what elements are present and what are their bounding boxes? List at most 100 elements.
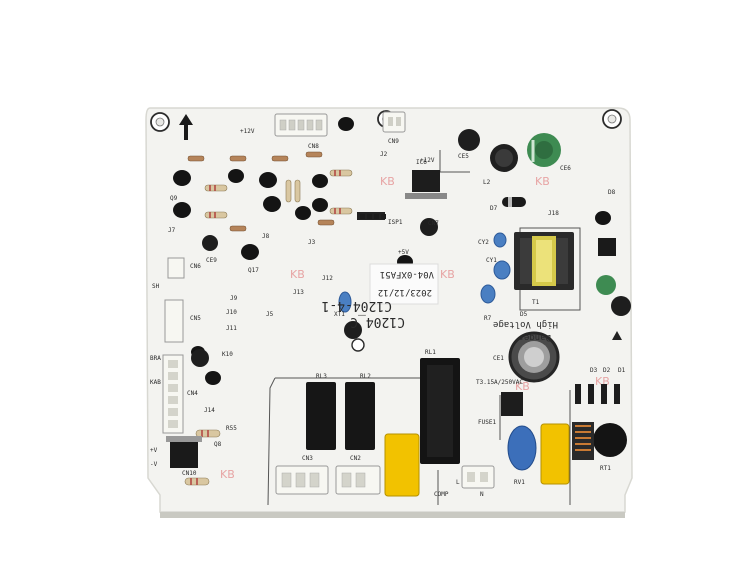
danger-label: Danger [518, 332, 551, 342]
svg-text:J8: J8 [262, 233, 270, 240]
warning-triangle-icon [612, 331, 622, 340]
svg-text:T3.15A/250VAC: T3.15A/250VAC [476, 379, 523, 386]
svg-text:KB: KB [380, 175, 395, 188]
svg-text:+12V: +12V [420, 157, 435, 164]
electrolytic-capacitors [191, 129, 631, 383]
svg-text:R7: R7 [484, 315, 492, 322]
relay-rl3 [306, 382, 336, 450]
rectifier-diodes [575, 384, 620, 404]
svg-text:N: N [480, 491, 484, 498]
svg-text:Q17: Q17 [248, 267, 259, 274]
connector-cn3 [275, 465, 329, 495]
svg-text:CN9: CN9 [388, 138, 399, 145]
svg-text:D5: D5 [520, 311, 528, 318]
resistors [184, 169, 353, 486]
svg-text:J12: J12 [322, 275, 333, 282]
svg-text:J10: J10 [226, 309, 237, 316]
relay-rl1 [420, 358, 460, 464]
svg-text:D1: D1 [618, 367, 626, 374]
svg-text:RV1: RV1 [514, 479, 525, 486]
svg-text:J2: J2 [380, 151, 388, 158]
yellow-capacitors [384, 423, 570, 497]
svg-text:J7: J7 [168, 227, 176, 234]
relay-rl2 [345, 382, 375, 450]
svg-text:D7: D7 [490, 205, 498, 212]
svg-text:CY1: CY1 [486, 257, 497, 264]
svg-text:KB: KB [220, 468, 235, 481]
svg-text:J5: J5 [266, 311, 274, 318]
connector-cn4 [162, 354, 184, 434]
svg-text:KB: KB [440, 268, 455, 281]
small-diodes [187, 151, 335, 232]
high-voltage-label: High Voltage [493, 319, 558, 329]
svg-text:Q9: Q9 [170, 195, 178, 202]
svg-text:-V: -V [150, 461, 158, 468]
connector-cn9 [382, 111, 406, 133]
svg-text:J14: J14 [204, 407, 215, 414]
svg-text:CN10: CN10 [182, 470, 197, 477]
silkscreen-text: C1204_C C1204-4-1 Danger High Voltage +1… [150, 128, 626, 498]
svg-text:KB: KB [515, 380, 530, 393]
svg-text:RT1: RT1 [600, 465, 611, 472]
svg-text:CN3: CN3 [302, 455, 313, 462]
svg-text:CN6: CN6 [190, 263, 201, 270]
svg-text:D2: D2 [603, 367, 611, 374]
varistor-and-thermistor [507, 422, 627, 471]
svg-text:D8: D8 [608, 189, 616, 196]
svg-text:CE5: CE5 [458, 153, 469, 160]
svg-text:FUSE1: FUSE1 [478, 419, 496, 426]
svg-text:CN7: CN7 [428, 220, 439, 227]
svg-text:L: L [456, 479, 460, 486]
connector-comp [461, 465, 495, 489]
connector-cn6 [167, 257, 185, 279]
svg-text:+V: +V [150, 447, 158, 454]
board-revision: C1204_C [350, 314, 405, 329]
svg-text:RL2: RL2 [360, 373, 371, 380]
svg-text:SH: SH [152, 283, 160, 290]
svg-text:CN8: CN8 [308, 143, 319, 150]
svg-text:J9: J9 [230, 295, 238, 302]
svg-text:J13: J13 [293, 289, 304, 296]
connector-cn8 [274, 113, 328, 137]
svg-text:L2: L2 [483, 179, 491, 186]
svg-text:+12V: +12V [240, 128, 255, 135]
svg-text:IC6: IC6 [416, 159, 427, 166]
svg-text:CN5: CN5 [190, 315, 201, 322]
svg-text:J3: J3 [308, 239, 316, 246]
svg-text:CN2: CN2 [350, 455, 361, 462]
svg-text:KB: KB [535, 175, 550, 188]
silkscreen-lines [267, 150, 581, 506]
svg-text:CN4: CN4 [187, 390, 198, 397]
svg-text:+5V: +5V [398, 249, 409, 256]
svg-text:CE1: CE1 [493, 355, 504, 362]
svg-text:KAB: KAB [150, 379, 161, 386]
orientation-arrow [179, 114, 193, 140]
connector-cn2 [335, 465, 381, 495]
version-sticker: 2023/12/12 V04-0XFA51 [369, 263, 439, 305]
transistors-cluster [173, 117, 611, 385]
svg-text:BRA: BRA [150, 355, 161, 362]
isp-header [360, 214, 386, 219]
svg-text:CY2: CY2 [478, 239, 489, 246]
sticker-firmware: V04-0XFA51 [380, 269, 434, 279]
transformer-t1 [514, 232, 574, 290]
sticker-date: 2023/12/12 [378, 287, 432, 297]
svg-text:D3: D3 [590, 367, 598, 374]
svg-text:CE9: CE9 [206, 257, 217, 264]
svg-text:T1: T1 [532, 299, 540, 306]
svg-text:RL3: RL3 [316, 373, 327, 380]
connector-cn5 [164, 299, 184, 343]
svg-text:R55: R55 [226, 425, 237, 432]
kb-watermarks: KB KB KB KB KB KB KB [220, 175, 610, 481]
svg-text:KB: KB [290, 268, 305, 281]
svg-text:COMP: COMP [434, 491, 449, 498]
svg-text:K10: K10 [222, 351, 233, 358]
svg-text:XT1: XT1 [334, 311, 345, 318]
svg-text:J11: J11 [226, 325, 237, 332]
svg-text:ISP1: ISP1 [388, 219, 403, 226]
svg-text:Q8: Q8 [214, 441, 222, 448]
svg-text:CE6: CE6 [560, 165, 571, 172]
svg-text:J18: J18 [548, 210, 559, 217]
blue-capacitors [338, 232, 511, 313]
